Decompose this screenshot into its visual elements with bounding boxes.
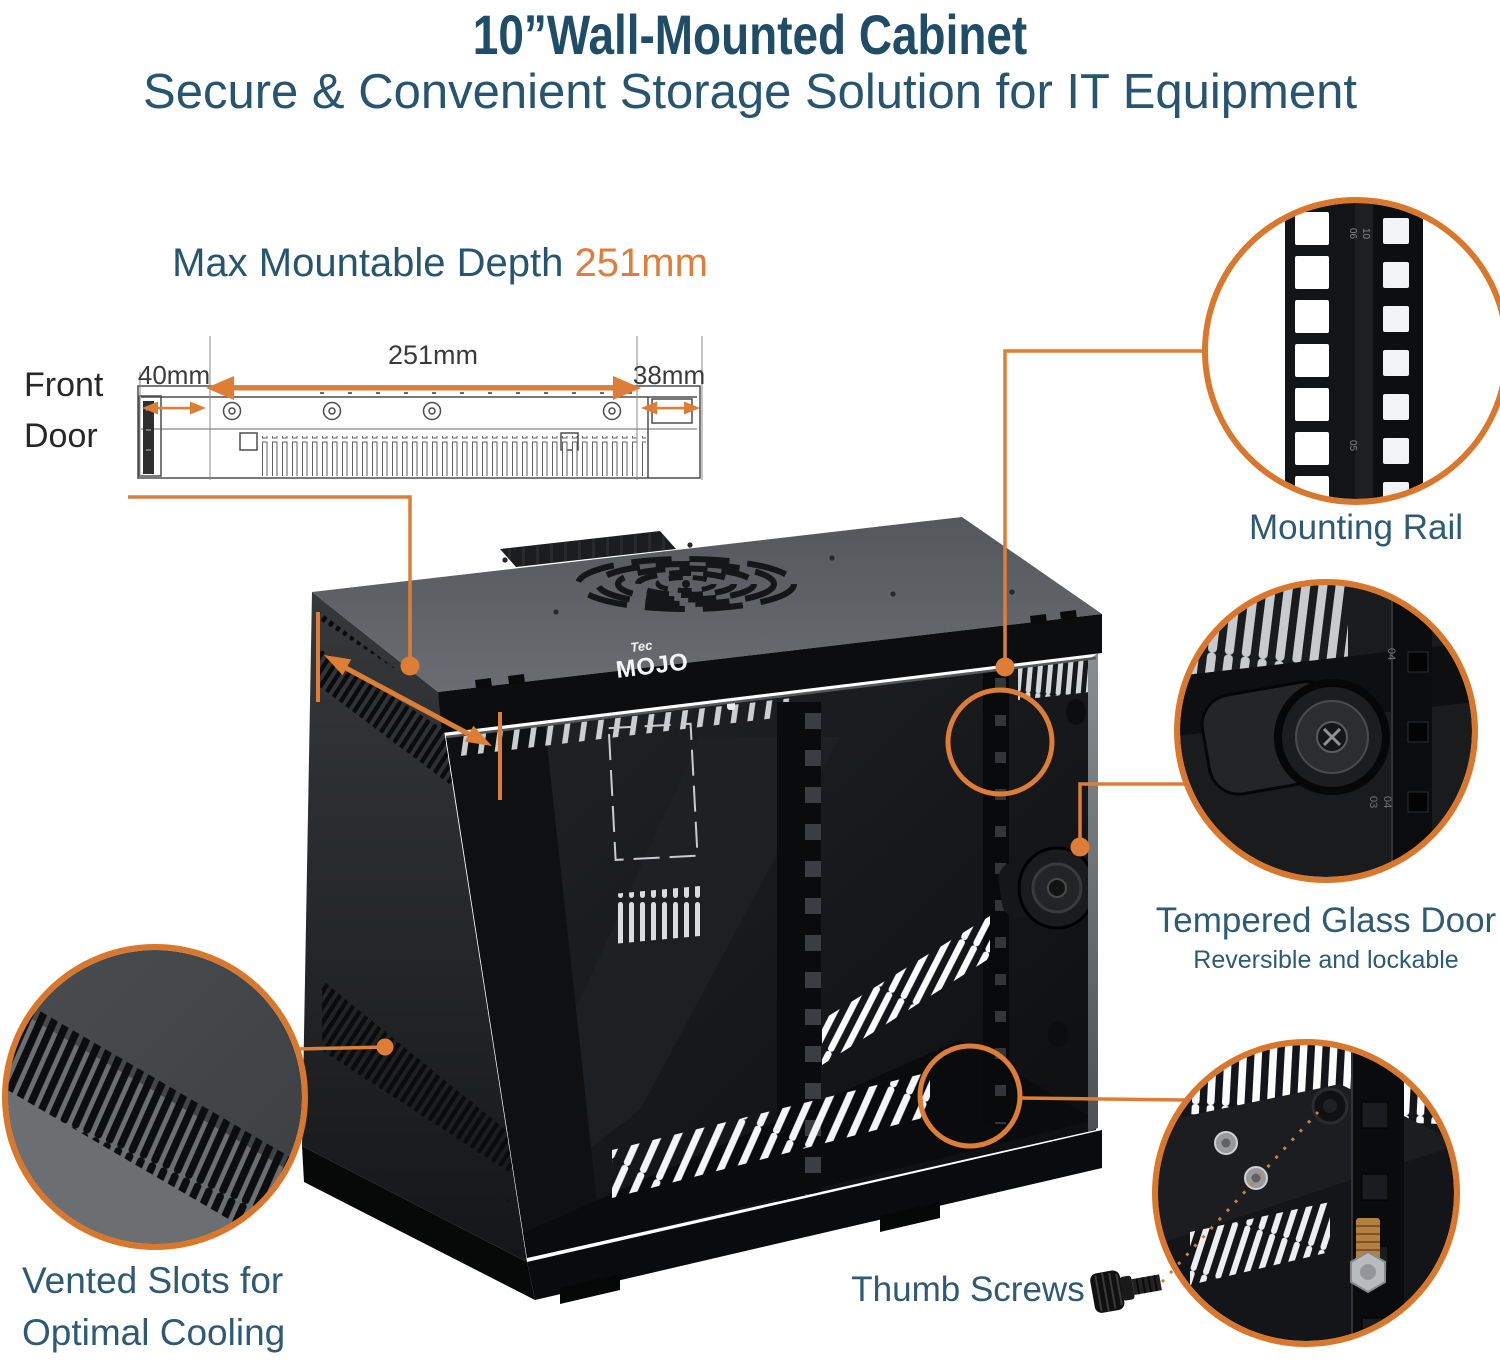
vented-slots-callout [2,944,308,1250]
thumb-screws-callout [1152,1039,1460,1347]
rail-marking: 05 [1347,440,1358,452]
lock-closeup [1200,679,1390,796]
front-door-line1: Front [24,366,104,404]
max-depth-value: 251mm [574,241,708,285]
page-subtitle: Secure & Convenient Storage Solution for… [143,65,1357,119]
front-door-label: Front Door [24,360,103,462]
tempered-glass-callout: 04 03 04 [1174,579,1478,883]
front-door-line2: Door [24,417,98,455]
rail-marking: 03 [1367,796,1379,808]
max-depth-heading-text: Max Mountable Depth [172,241,575,285]
page-title: 10”Wall-Mounted Cabinet [472,3,1028,66]
mounting-rail-label: Mounting Rail [1249,508,1463,547]
dim-right-label: 38mm [632,360,706,390]
thumb-screws-label: Thumb Screws [851,1270,1085,1309]
mounted-thumb-screw [1350,1218,1386,1294]
mounting-rail-callout: 06 10 05 [1202,197,1500,505]
tempered-glass-door-sublabel: Reversible and lockable [1193,946,1459,974]
dim-left-label: 40mm [137,360,211,390]
max-depth-heading: Max Mountable Depth 251mm [120,241,760,286]
rail-marking: 04 [1385,648,1397,660]
side-vent-bands [320,612,512,1205]
vented-slots-label-line1: Vented Slots for [22,1260,284,1301]
thumb-screw-icon [1090,1270,1162,1313]
dimension-arrows [142,376,700,415]
door-lock [998,846,1096,930]
callout-connectors [128,349,1205,1102]
dim-center-label: 251mm [387,340,479,370]
cabinet-photo: Tec MOJO [302,517,1102,1304]
highlight-rings [917,687,1055,1149]
brand-logo-top: Tec [630,637,654,655]
thumb-screw-pointer [1160,1110,1320,1284]
connector-dots [376,656,1090,1056]
rail-marking: 10 [1360,228,1371,240]
rail-marking: 04 [1381,796,1393,808]
fan-grille-icon [575,556,797,612]
rail-marking: 06 [1347,228,1358,240]
depth-arrow-overlay [316,612,502,800]
vented-slots-label-line2: Optimal Cooling [22,1312,286,1353]
glass-interior [446,658,1096,1258]
tempered-glass-door-label: Tempered Glass Door [1155,901,1497,940]
